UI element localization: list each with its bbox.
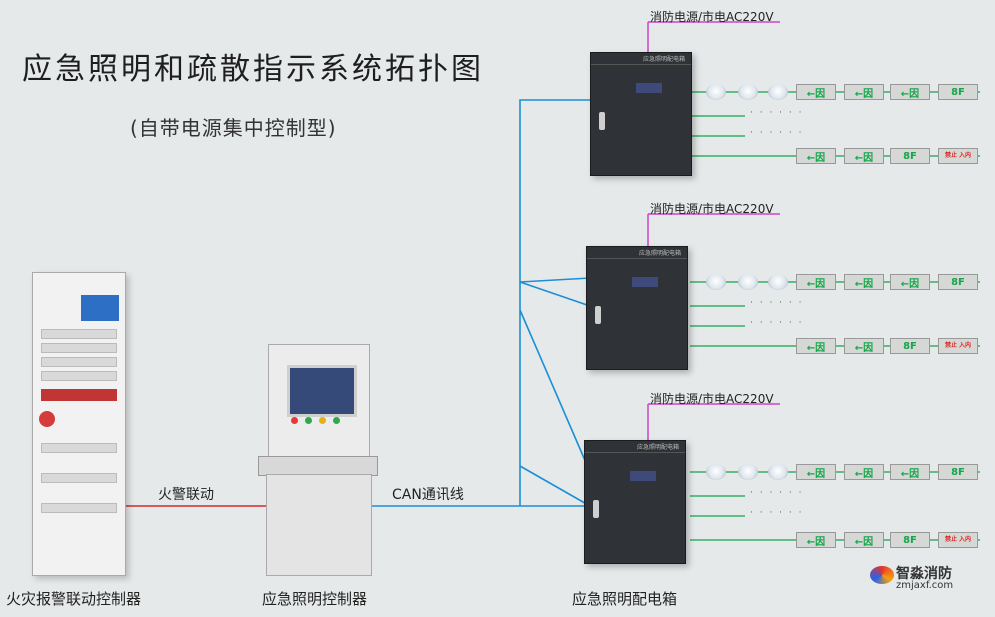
exit-sign: ←因 — [844, 148, 884, 164]
exit-sign: ←因 — [796, 274, 836, 290]
emergency-light-icon — [768, 84, 788, 100]
emergency-light-icon — [706, 464, 726, 480]
continuation-dots: · · · · · · — [750, 108, 804, 118]
floor-sign: 8F — [938, 274, 978, 290]
exit-sign: ←因 — [796, 148, 836, 164]
cabinet-header-label: 应急照明配电箱 — [636, 444, 679, 451]
continuation-dots: · · · · · · — [750, 298, 804, 308]
controller-keyboard-shelf — [258, 456, 378, 476]
no-entry-sign: 禁止 入内 — [938, 532, 978, 548]
cabinet-header-label: 应急照明配电箱 — [638, 250, 681, 257]
emergency-light-icon — [738, 84, 758, 100]
emergency-light-icon — [706, 274, 726, 290]
brand-url: zmjaxf.com — [896, 580, 954, 591]
floor-sign: 8F — [890, 532, 930, 548]
can-bus-label: CAN通讯线 — [392, 487, 464, 503]
green-button-icon-2 — [333, 417, 340, 424]
exit-sign: ←因 — [796, 464, 836, 480]
continuation-dots: · · · · · · — [750, 508, 804, 518]
no-entry-sign: 禁止 入内 — [938, 148, 978, 164]
exit-sign: ←因 — [890, 274, 930, 290]
door-handle-icon — [599, 111, 605, 130]
controller-screen — [81, 295, 119, 321]
exit-sign: ←因 — [796, 532, 836, 548]
exit-sign: ←因 — [844, 84, 884, 100]
controller-display — [287, 365, 357, 417]
fire-alarm-caption: 火灾报警联动控制器 — [6, 590, 142, 608]
floor-sign: 8F — [938, 464, 978, 480]
exit-sign: ←因 — [796, 338, 836, 354]
floor-sign: 8F — [938, 84, 978, 100]
exit-sign: ←因 — [844, 464, 884, 480]
emergency-light-icon — [706, 84, 726, 100]
floor-sign: 8F — [890, 338, 930, 354]
distribution-box-1: 应急照明配电箱 — [590, 52, 692, 176]
exit-sign: ←因 — [844, 274, 884, 290]
fire-alarm-controller — [32, 272, 126, 576]
door-handle-icon — [593, 499, 599, 518]
continuation-dots: · · · · · · — [750, 318, 804, 328]
distribution-box-3: 应急照明配电箱 — [584, 440, 686, 564]
continuation-dots: · · · · · · — [750, 128, 804, 138]
emergency-light-icon — [768, 274, 788, 290]
emergency-light-icon — [738, 464, 758, 480]
branch-lines-3 — [690, 471, 980, 541]
controller-cabinet-base — [266, 474, 372, 576]
distribution-box-2: 应急照明配电箱 — [586, 246, 688, 370]
diagram-subtitle: (自带电源集中控制型) — [130, 116, 337, 140]
branch-lines-2 — [690, 281, 980, 347]
brand-name: 智淼消防 — [896, 566, 952, 582]
brand-logo-icon — [870, 566, 894, 584]
floor-sign: 8F — [890, 148, 930, 164]
lighting-controller-caption: 应急照明控制器 — [262, 590, 368, 608]
no-entry-sign: 禁止 入内 — [938, 338, 978, 354]
exit-sign: ←因 — [890, 464, 930, 480]
cabinet-header-label: 应急照明配电箱 — [642, 56, 685, 63]
door-handle-icon — [595, 305, 601, 324]
power-line-1 — [647, 21, 780, 52]
alarm-bell-icon — [39, 411, 55, 427]
can-bus-line — [370, 99, 591, 507]
emergency-light-icon — [768, 464, 788, 480]
exit-sign: ←因 — [844, 338, 884, 354]
green-button-icon — [305, 417, 312, 424]
exit-sign: ←因 — [890, 84, 930, 100]
fire-link-label: 火警联动 — [158, 487, 214, 503]
lighting-controller-console — [268, 344, 370, 464]
continuation-dots: · · · · · · — [750, 488, 804, 498]
branch-lines-1 — [690, 91, 980, 157]
power-label-1: 消防电源/市电AC220V — [650, 10, 774, 24]
diagram-title: 应急照明和疏散指示系统拓扑图 — [22, 52, 484, 87]
exit-sign: ←因 — [796, 84, 836, 100]
power-line-3 — [647, 403, 780, 440]
power-label-3: 消防电源/市电AC220V — [650, 392, 774, 406]
power-label-2: 消防电源/市电AC220V — [650, 202, 774, 216]
distribution-box-caption: 应急照明配电箱 — [572, 590, 678, 608]
exit-sign: ←因 — [844, 532, 884, 548]
red-button-icon — [291, 417, 298, 424]
yellow-button-icon — [319, 417, 326, 424]
emergency-light-icon — [738, 274, 758, 290]
power-line-2 — [647, 213, 780, 246]
alarm-panel — [41, 389, 117, 401]
